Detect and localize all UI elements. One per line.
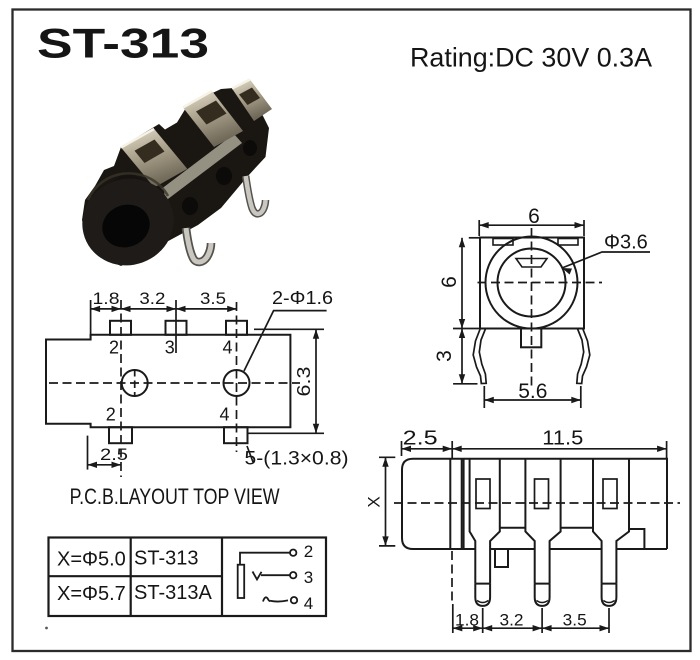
svg-text:4: 4 (219, 405, 229, 425)
svg-text:5-(1.3×0.8): 5-(1.3×0.8) (245, 449, 349, 470)
svg-text:1.8: 1.8 (93, 289, 120, 308)
svg-text:4: 4 (222, 338, 232, 358)
svg-text:2.5: 2.5 (100, 445, 128, 464)
svg-text:Φ3.6: Φ3.6 (604, 232, 648, 254)
svg-text:6: 6 (528, 205, 540, 228)
svg-text:3.2: 3.2 (500, 611, 524, 630)
svg-text:2: 2 (106, 405, 116, 425)
svg-text:X=Φ5.0: X=Φ5.0 (57, 549, 126, 571)
svg-text:5.6: 5.6 (518, 380, 547, 403)
svg-text:3.2: 3.2 (139, 289, 165, 308)
svg-text:ST-313: ST-313 (37, 20, 209, 67)
svg-text:2: 2 (304, 542, 313, 561)
svg-text:3: 3 (165, 338, 175, 358)
svg-text:ST-313A: ST-313A (134, 582, 212, 604)
svg-text:P.C.B.LAYOUT TOP VIEW: P.C.B.LAYOUT TOP VIEW (70, 484, 280, 509)
svg-text:X=Φ5.7: X=Φ5.7 (57, 583, 126, 605)
svg-text:2-Φ1.6: 2-Φ1.6 (272, 288, 333, 308)
svg-text:4: 4 (304, 594, 313, 613)
svg-text:Rating:DC 30V 0.3A: Rating:DC 30V 0.3A (410, 43, 652, 73)
svg-text:2: 2 (109, 338, 119, 358)
svg-text:3.5: 3.5 (563, 611, 587, 630)
svg-text:6: 6 (438, 276, 461, 288)
svg-text:11.5: 11.5 (542, 428, 583, 450)
svg-text:ST-313: ST-313 (134, 548, 198, 570)
svg-text:6.3: 6.3 (294, 367, 314, 397)
svg-text:X: X (365, 496, 384, 507)
svg-text:2.5: 2.5 (403, 428, 438, 450)
svg-text:1.8: 1.8 (455, 611, 479, 630)
svg-text:3: 3 (304, 568, 313, 587)
svg-text:3: 3 (433, 350, 456, 362)
svg-text:3.5: 3.5 (200, 289, 226, 308)
